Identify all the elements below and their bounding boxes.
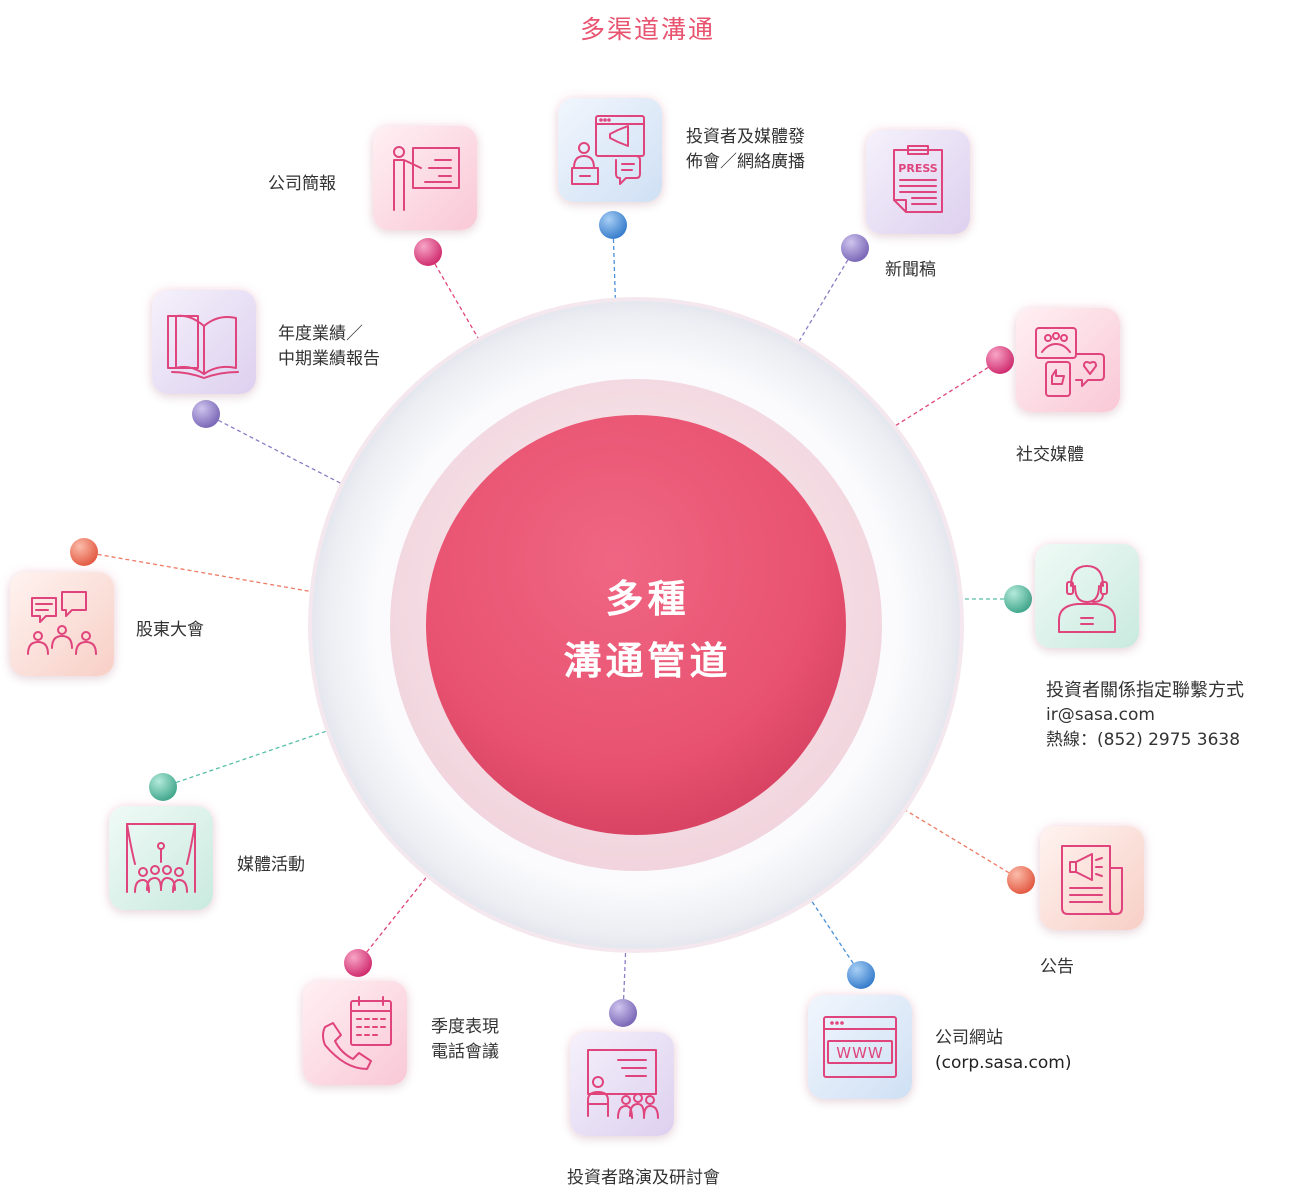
label-press: 新聞稿 — [885, 260, 936, 280]
dot-agm — [70, 538, 98, 566]
card-social[interactable] — [1016, 308, 1120, 412]
roadshow-seminar-icon — [587, 1049, 659, 1119]
label-ir-title: 投資者關係指定聯繫方式 — [1046, 680, 1244, 701]
dot-website — [847, 961, 875, 989]
card-announce[interactable] — [1040, 826, 1144, 930]
label-ir-hotline: 熱線：(852) 2975 3638 — [1046, 730, 1241, 750]
label-call: 季度表現 電話會議 — [431, 1015, 499, 1065]
card-media[interactable] — [109, 806, 213, 910]
presentation-board-icon — [393, 146, 460, 211]
dot-social — [986, 346, 1014, 374]
press-release-icon: PRESS — [893, 145, 943, 213]
dot-press — [841, 234, 869, 262]
dot-call — [344, 949, 372, 977]
label-website-line1: 公司網站 — [935, 1028, 1003, 1048]
label-ir-email[interactable]: ir@sasa.com — [1046, 705, 1155, 725]
connector-briefing — [427, 251, 521, 411]
dot-ir — [1004, 585, 1032, 613]
center-title-line2: 溝通管道 — [563, 639, 732, 683]
card-call[interactable] — [303, 981, 407, 1085]
label-website-url[interactable]: (corp.sasa.com) — [935, 1053, 1072, 1073]
dot-briefing — [414, 238, 442, 266]
meeting-people-icon — [27, 591, 97, 655]
label-call-line2: 電話會議 — [431, 1042, 499, 1062]
www-text: WWW — [836, 1044, 884, 1062]
label-social: 社交媒體 — [1016, 445, 1084, 465]
card-webcast[interactable] — [558, 98, 662, 202]
card-press[interactable]: PRESS — [866, 130, 970, 234]
label-briefing: 公司簡報 — [268, 174, 336, 194]
label-webcast: 投資者及媒體發 佈會／網絡廣播 — [686, 125, 805, 175]
label-call-line1: 季度表現 — [431, 1017, 499, 1037]
phone-calendar-icon — [322, 996, 392, 1070]
label-webcast-line2: 佈會／網絡廣播 — [686, 152, 805, 172]
label-announce: 公告 — [1040, 957, 1074, 977]
card-briefing[interactable] — [373, 126, 477, 230]
label-annual: 年度業績／ 中期業績報告 — [278, 322, 380, 372]
label-media: 媒體活動 — [237, 855, 305, 875]
dot-announce — [1007, 866, 1035, 894]
dot-annual — [192, 400, 220, 428]
card-roadshow[interactable] — [570, 1032, 674, 1136]
press-text: PRESS — [898, 162, 937, 175]
label-annual-line1: 年度業績／ — [278, 324, 363, 344]
diagram-title: 多渠道溝通 — [579, 15, 715, 44]
label-ir-contact: 投資者關係指定聯繫方式 ir@sasa.com 熱線：(852) 2975 36… — [1046, 678, 1244, 753]
card-annual[interactable] — [152, 290, 256, 394]
label-agm: 股東大會 — [136, 620, 204, 640]
social-media-icon — [1035, 327, 1105, 397]
label-roadshow: 投資者路演及研討會 — [567, 1168, 720, 1188]
label-annual-line2: 中期業績報告 — [278, 349, 380, 369]
announcement-megaphone-icon — [1061, 845, 1123, 915]
label-website: 公司網站 (corp.sasa.com) — [935, 1026, 1071, 1076]
dot-webcast — [599, 211, 627, 239]
dot-roadshow — [609, 999, 637, 1027]
open-book-icon — [167, 314, 239, 379]
label-webcast-line1: 投資者及媒體發 — [686, 127, 805, 147]
webcast-megaphone-icon — [571, 115, 645, 185]
card-ir-contact[interactable] — [1035, 544, 1139, 648]
media-event-stage-icon — [126, 823, 196, 893]
headset-agent-icon — [1058, 565, 1116, 633]
website-browser-icon: WWW — [823, 1016, 897, 1078]
center-title-line1: 多種 — [605, 577, 690, 621]
card-agm[interactable] — [10, 572, 114, 676]
card-website[interactable]: WWW — [808, 995, 912, 1099]
dot-media — [149, 773, 177, 801]
center-core — [426, 415, 846, 835]
